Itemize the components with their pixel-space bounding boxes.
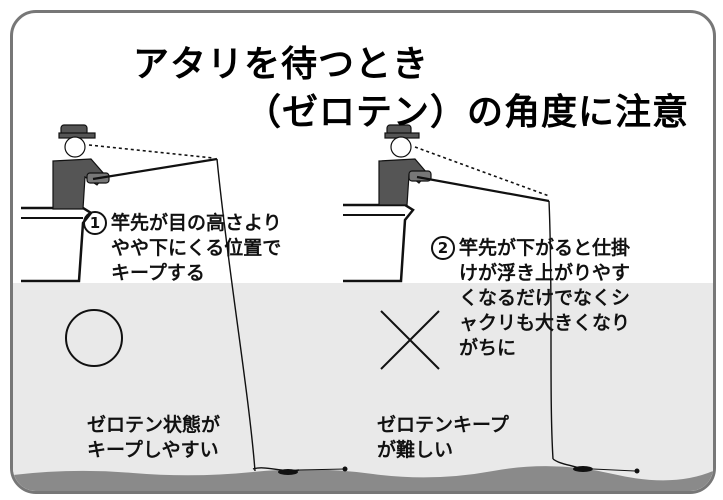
sight-line-left [88, 144, 214, 159]
seabed [13, 466, 713, 491]
boat-right [343, 203, 415, 283]
water-area [13, 283, 713, 491]
scene-illustration [13, 124, 713, 491]
left-caption: ゼロテン状態が キープしやすい [87, 413, 220, 463]
angler-left [52, 124, 110, 210]
right-desc-line-3: くなるだけでなくシ [459, 287, 631, 309]
right-caption-line-2: が難しい [377, 439, 454, 461]
left-caption-line-2: キープしやすい [87, 439, 219, 461]
angler-right [378, 124, 432, 206]
right-desc-line-4: ャクリも大きくなり [459, 312, 631, 334]
rod-right [416, 175, 550, 203]
boat-left [21, 206, 93, 283]
title-line-1: アタリを待つとき [133, 44, 430, 85]
title-line-2: （ゼロテン）の角度に注意 [245, 92, 690, 133]
left-caption-line-1: ゼロテン状態が [87, 414, 221, 436]
circle-mark-icon [65, 309, 123, 367]
rig-right [552, 458, 640, 474]
left-desc-line-3: キープする [111, 262, 205, 284]
right-desc-line-5: がちに [459, 337, 517, 359]
cross-mark-icon [380, 310, 440, 370]
fishing-line-right [548, 200, 554, 460]
number-badge-1: 1 [83, 211, 107, 235]
rig-left [252, 466, 348, 475]
right-desc-line-2: けが浮き上がりやす [459, 262, 631, 284]
left-desc-line-2: やや下にくる位置で [111, 237, 282, 259]
right-caption-line-1: ゼロテンキープ [377, 414, 509, 436]
left-desc-line-1: 竿先が目の高さより [111, 212, 282, 234]
rod-left [92, 157, 218, 181]
right-caption: ゼロテンキープ が難しい [377, 413, 509, 463]
fishing-line-left [216, 158, 256, 472]
number-badge-2: 2 [431, 236, 455, 260]
right-desc-line-1: 竿先が下がると仕掛 [459, 237, 631, 259]
